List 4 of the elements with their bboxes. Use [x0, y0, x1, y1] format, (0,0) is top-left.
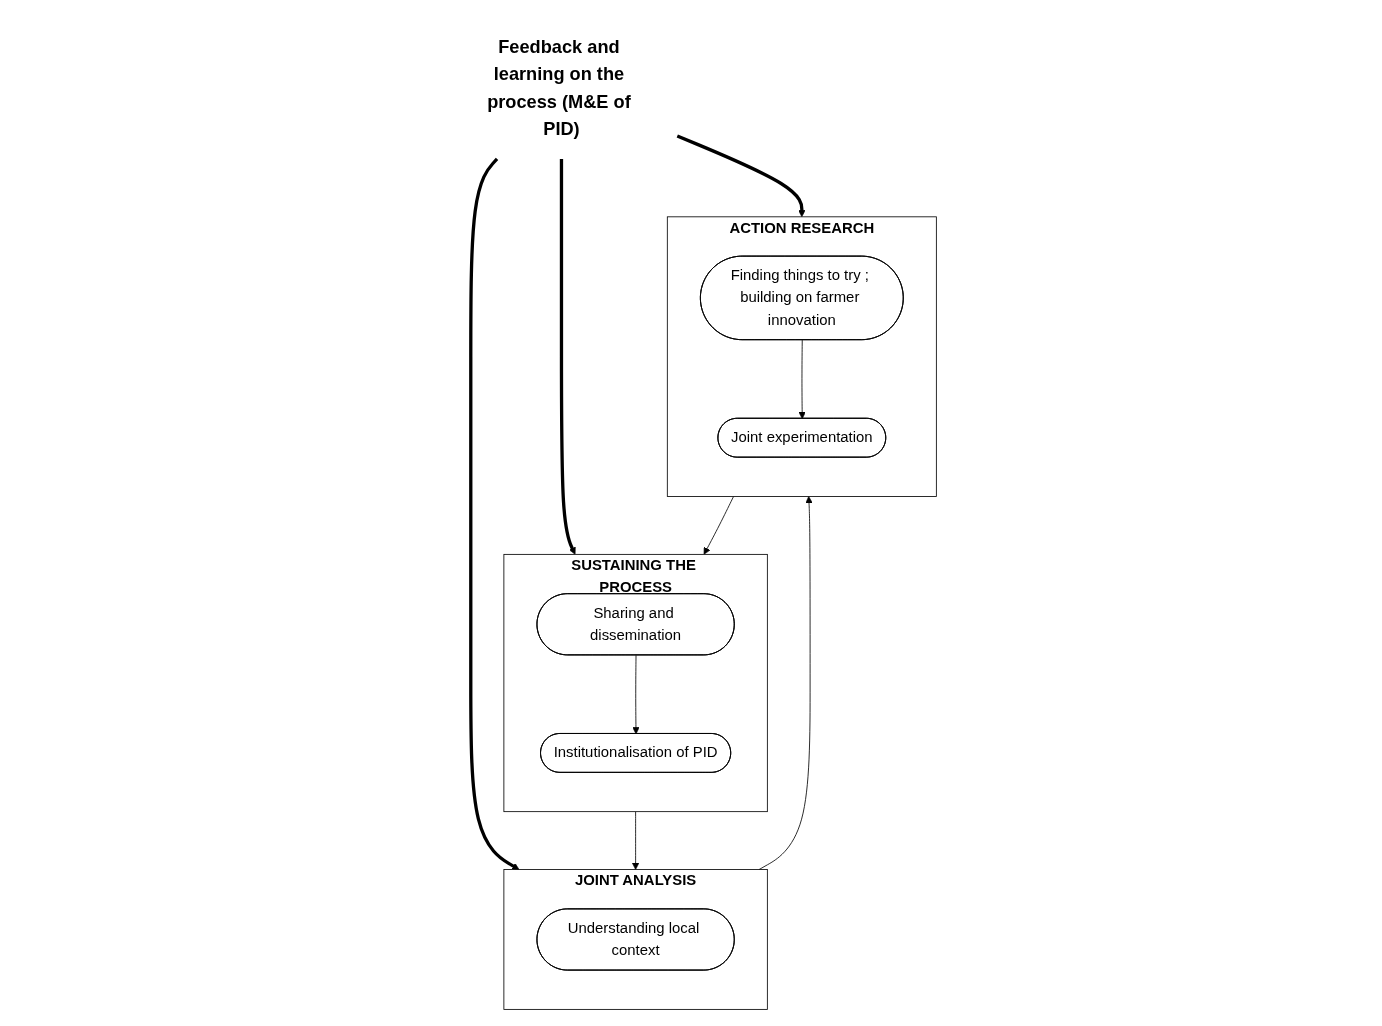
arrow [469, 157, 520, 870]
arrow [559, 158, 576, 555]
arrow [676, 134, 806, 218]
node-text: Feedback and learning on the process (M&E of PID) [487, 36, 631, 140]
